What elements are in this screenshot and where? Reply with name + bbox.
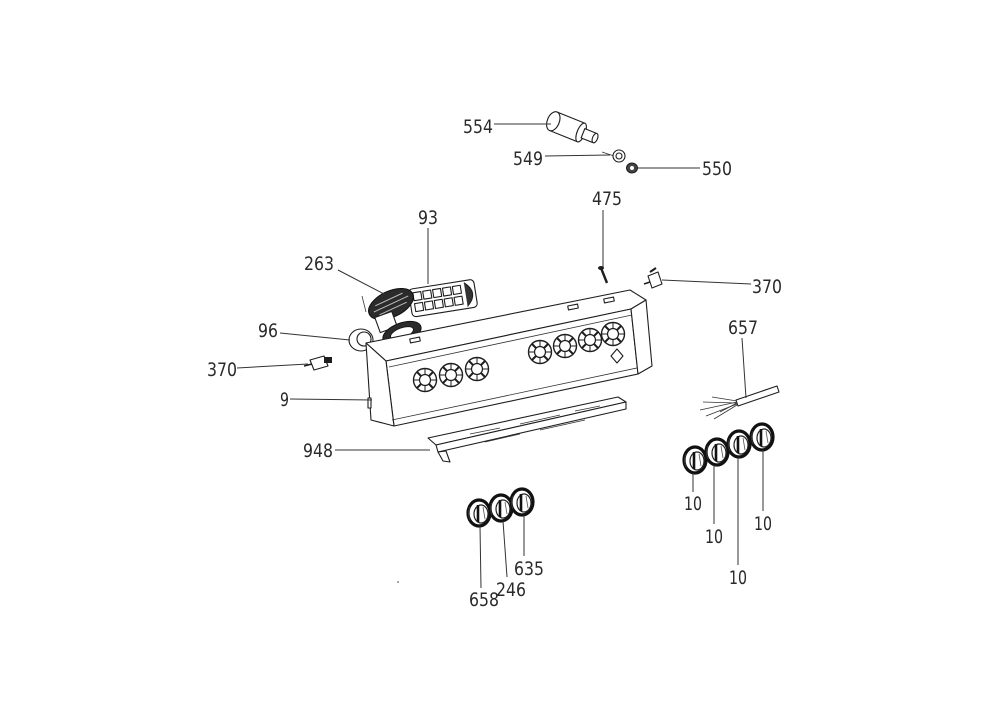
- callout-label: 10: [754, 513, 772, 535]
- callout-10-b: 10: [705, 465, 723, 548]
- callout-657: 657: [728, 317, 758, 399]
- callout-948: 948: [303, 440, 430, 462]
- callout-label: 657: [728, 317, 758, 339]
- knob-hole-5: [552, 333, 578, 359]
- part-10-knob-1: [682, 445, 708, 475]
- callout-label: 10: [684, 493, 702, 515]
- part-948-trim-strip: [427, 396, 627, 463]
- callout-658: 658: [469, 525, 499, 611]
- part-10-knob-2: [704, 437, 730, 467]
- callout-10-c: 10: [754, 450, 772, 535]
- part-370-connector-right: [643, 267, 663, 289]
- callout-label: 635: [514, 558, 544, 580]
- part-475-screw: [598, 266, 609, 284]
- callout-554: 554: [463, 116, 551, 138]
- callout-9: 9: [280, 389, 373, 411]
- knob-hole-1: [412, 367, 438, 393]
- part-10-knob-4: [749, 422, 775, 452]
- callout-label: 93: [418, 207, 438, 229]
- indicator-light: [610, 348, 624, 364]
- knob-hole-3: [464, 356, 490, 382]
- part-658-knob: [466, 498, 492, 528]
- callout-370-right: 370: [661, 276, 782, 298]
- callout-550: 550: [638, 158, 732, 180]
- callout-label: 10: [729, 567, 747, 589]
- callout-10-a: 10: [684, 473, 702, 515]
- callout-549: 549: [513, 148, 611, 170]
- part-263-switch-assembly: [361, 287, 422, 346]
- callout-label: 658: [469, 589, 499, 611]
- part-549-fitting: [601, 149, 626, 163]
- stray-mark: [397, 581, 399, 583]
- callout-475: 475: [592, 188, 622, 267]
- knob-hole-6: [577, 327, 603, 353]
- callout-10-d: 10: [729, 457, 747, 589]
- callout-label: 549: [513, 148, 543, 170]
- knob-hole-4: [527, 339, 553, 365]
- callout-635: 635: [514, 515, 544, 580]
- part-370-connector-left: [303, 355, 332, 371]
- knob-hole-2: [438, 362, 464, 388]
- callout-93: 93: [418, 207, 438, 284]
- part-9-control-panel: [365, 289, 653, 427]
- callout-246: 246: [496, 520, 526, 601]
- callout-96: 96: [258, 320, 351, 342]
- callout-label: 554: [463, 116, 493, 138]
- part-550-nut: [626, 162, 638, 174]
- part-10-knob-3: [726, 429, 752, 459]
- callout-370-left: 370: [207, 359, 309, 381]
- callout-label: 10: [705, 526, 723, 548]
- callout-label: 9: [280, 389, 289, 411]
- callout-label: 948: [303, 440, 333, 462]
- callout-label: 550: [702, 158, 732, 180]
- callout-label: 370: [752, 276, 782, 298]
- callout-label: 263: [304, 253, 334, 275]
- callout-label: 370: [207, 359, 237, 381]
- part-657-wire-harness: [699, 385, 780, 420]
- part-554-cylinder: [546, 111, 599, 144]
- callout-263: 263: [304, 253, 385, 295]
- part-246-knob: [488, 493, 514, 523]
- knob-hole-7: [600, 321, 626, 347]
- callout-label: 246: [496, 579, 526, 601]
- part-93-connector-block: [408, 279, 478, 318]
- part-635-knob: [509, 487, 535, 517]
- callout-label: 96: [258, 320, 278, 342]
- callout-label: 475: [592, 188, 622, 210]
